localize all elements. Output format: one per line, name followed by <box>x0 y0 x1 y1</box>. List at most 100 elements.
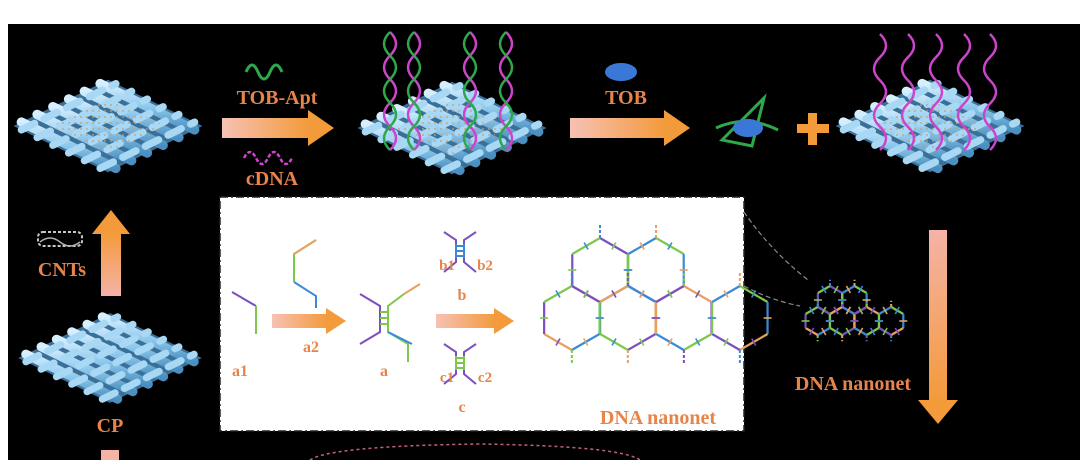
fabric-fiber <box>37 320 137 373</box>
arrow-head <box>308 110 334 146</box>
fabric-base <box>18 313 202 403</box>
helix-strand <box>900 33 916 151</box>
down-arrow-head <box>918 400 958 424</box>
nanonet-basepair <box>723 290 729 298</box>
c-label: c <box>458 399 465 416</box>
helix-strand <box>462 31 478 151</box>
arrow-head <box>326 308 346 334</box>
fabric-fiber <box>838 117 943 174</box>
fabric-fiber <box>440 120 543 175</box>
cnt-coating <box>51 98 165 154</box>
dna-nanonet-structure <box>540 223 772 365</box>
nanonet-basepair <box>857 306 864 315</box>
up-arrow-head <box>92 210 130 234</box>
down-arrow-shaft <box>929 230 947 402</box>
nanonet-basepair <box>857 285 864 294</box>
nanonet-basepair <box>833 327 839 336</box>
arrow-shaft <box>272 314 328 328</box>
fabric-fiber <box>36 342 138 397</box>
b-label: b <box>458 287 467 304</box>
fabric-fiber <box>22 313 122 366</box>
cdna-strands <box>872 33 998 151</box>
fabric-fiber <box>67 327 169 382</box>
nanonet-basepair <box>555 290 561 298</box>
fabric-fiber <box>82 319 184 374</box>
fabric-fiber <box>95 78 200 135</box>
arrow-head <box>664 110 690 146</box>
helix-strand <box>406 31 422 151</box>
a2-label: a2 <box>303 339 319 356</box>
fabric-fiber <box>16 117 121 174</box>
nanonet-basepair <box>833 306 839 315</box>
a1-label: a1 <box>232 363 248 380</box>
arrow-shaft <box>222 118 310 138</box>
bottom-callout-outline <box>309 443 641 460</box>
tob-label: TOB <box>605 87 647 109</box>
nanonet-basepair <box>882 306 888 315</box>
fabric-fiber <box>21 349 123 404</box>
fabric-fiber <box>68 335 168 388</box>
fabric-fiber <box>918 118 1021 173</box>
nanonet-basepair <box>845 285 852 294</box>
strand-a1 <box>231 291 257 334</box>
arrow-shaft <box>436 314 496 328</box>
helix-strand <box>406 31 422 151</box>
nanonet-basepair <box>870 327 876 336</box>
nanonet-basepair <box>845 327 851 336</box>
helix-strand <box>498 31 514 151</box>
fabric-fiber <box>17 79 120 134</box>
cnts-label: CNTs <box>38 259 86 281</box>
cdna-label: cDNA <box>246 168 299 190</box>
nanonet-basepair <box>808 306 815 315</box>
helix-strand <box>382 31 398 151</box>
nanonet-basepair <box>894 327 900 336</box>
fabric-fiber <box>51 334 153 389</box>
nanonet-basepair <box>857 327 864 336</box>
carbon-paper-fabric <box>18 312 202 404</box>
nanonet-basepair <box>821 327 827 336</box>
aptamer-tob-complex-icon <box>715 93 779 148</box>
dna-nanonet-side-label: DNA nanonet <box>795 373 911 395</box>
helix-strand <box>462 31 478 151</box>
nanonet-basepair <box>583 338 589 346</box>
nanonet-basepair <box>808 327 815 336</box>
helix-strand <box>982 33 998 151</box>
fabric-fiber <box>839 79 942 134</box>
nanonet-basepair <box>845 306 851 315</box>
aptamer-wave-icon <box>244 63 284 81</box>
zoom-callout-lines <box>743 211 809 307</box>
fabric-fiber <box>439 80 544 137</box>
nanonet-basepair <box>833 285 839 294</box>
nanonet-basepair <box>695 290 701 298</box>
fabric-fiber <box>98 350 198 403</box>
nanonet-basepair <box>723 338 729 346</box>
dna-nanonet-inset-label: DNA nanonet <box>600 407 716 429</box>
helix-strand <box>928 33 944 151</box>
nanonet-basepair <box>870 306 876 315</box>
fabric-fiber <box>83 343 183 396</box>
nanonet-basepair <box>611 290 617 298</box>
down-arrow-stub <box>101 450 119 460</box>
nanonet-basepair <box>882 327 888 336</box>
duplex-c <box>443 343 477 385</box>
fabric-fiber <box>96 118 199 173</box>
fabric-fiber <box>361 81 464 136</box>
aptamer-cdna-helices <box>382 31 514 151</box>
a-label: a <box>380 363 388 380</box>
helix-strand <box>872 33 888 151</box>
fabric-fiber <box>52 328 152 381</box>
duplex-b <box>443 231 477 273</box>
nanonet-basepair <box>894 306 900 315</box>
cnts-icon <box>37 231 83 247</box>
nanonet-basepair <box>821 306 827 315</box>
plus-icon <box>797 113 829 145</box>
tob-apt-label: TOB-Apt <box>237 87 318 109</box>
nanonet-basepair <box>751 338 757 346</box>
nanonet-basepair <box>695 338 701 346</box>
nanonet-basepair <box>555 338 561 346</box>
nanonet-basepair <box>667 290 673 298</box>
c1-label: c1 <box>440 370 454 386</box>
nanonet-basepair <box>667 338 673 346</box>
nanonet-basepair <box>639 338 645 346</box>
